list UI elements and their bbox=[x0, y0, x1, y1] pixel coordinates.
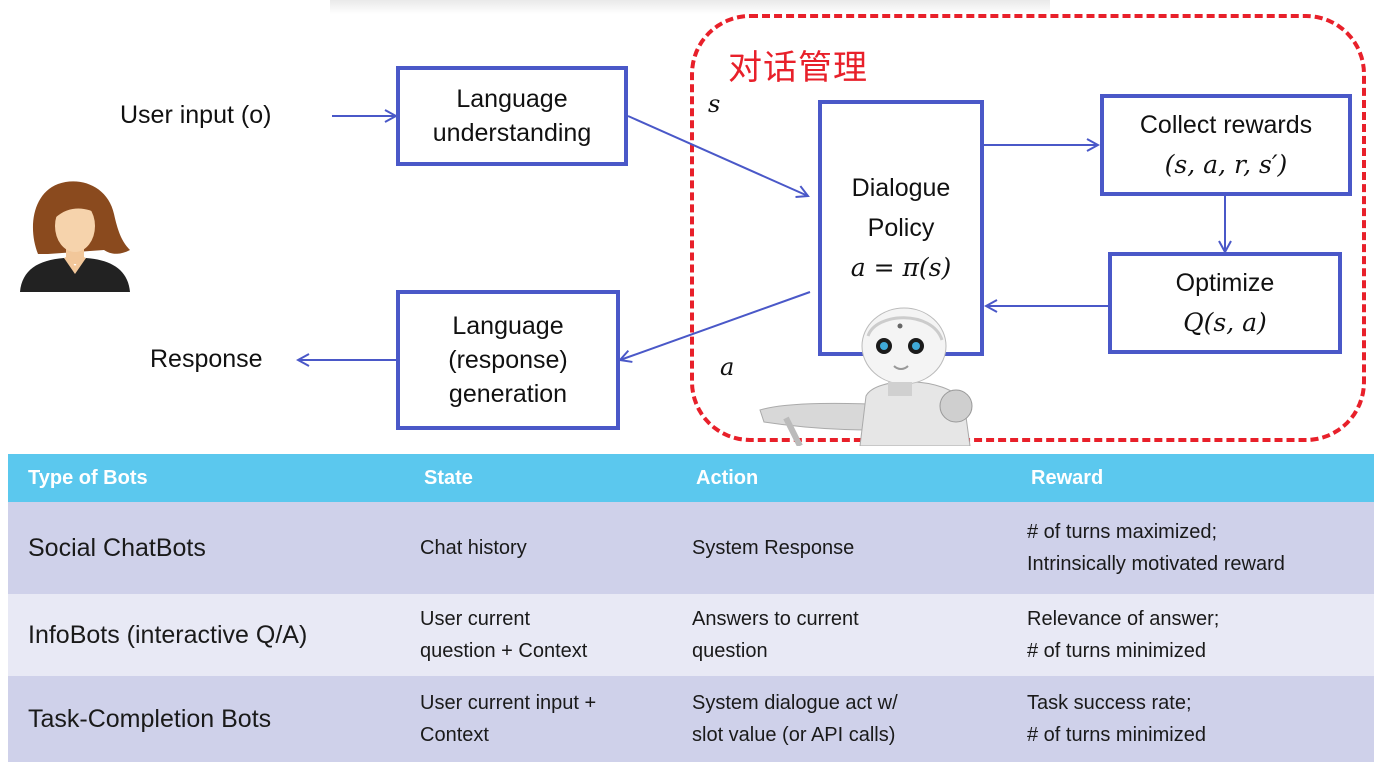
cell-line: question + Context bbox=[420, 640, 588, 662]
lu-line-1: Language bbox=[456, 85, 568, 113]
arrow-lu-to-policy bbox=[627, 115, 808, 196]
policy-line-2: Policy bbox=[867, 214, 935, 242]
cell-type: Task-Completion Bots bbox=[8, 676, 404, 762]
cell-reward: # of turns maximized; Intrinsically motiv… bbox=[1011, 502, 1374, 594]
cell-line: System Response bbox=[692, 537, 855, 559]
cell-line: User current input + bbox=[420, 692, 597, 714]
cell-line: System dialogue act w/ bbox=[692, 692, 898, 714]
cell-line: # of turns minimized bbox=[1027, 640, 1206, 662]
lg-line-2: (response) bbox=[448, 346, 568, 374]
cell-line: Context bbox=[420, 724, 489, 746]
lg-line-3: generation bbox=[448, 380, 568, 408]
cell-action: System dialogue act w/slot value (or API… bbox=[676, 676, 1011, 762]
header-reward: Reward bbox=[1011, 454, 1374, 502]
cell-line: Answers to current bbox=[692, 608, 859, 630]
cell-line: question bbox=[692, 640, 768, 662]
cell-type: InfoBots (interactive Q/A) bbox=[8, 594, 404, 676]
table-row: Social ChatBots Chat history System Resp… bbox=[8, 502, 1374, 594]
cell-state: User current question + Context bbox=[404, 594, 676, 676]
table-header-row: Type of Bots State Action Reward bbox=[8, 454, 1374, 502]
lu-line-2: understanding bbox=[432, 119, 592, 147]
bot-types-table: Type of Bots State Action Reward Social … bbox=[8, 454, 1374, 762]
response-label: Response bbox=[150, 345, 263, 373]
cell-reward: Relevance of answer; # of turns minimized bbox=[1011, 594, 1374, 676]
optimize-title: Optimize bbox=[1175, 269, 1275, 297]
cell-line: # of turns maximized; bbox=[1027, 521, 1218, 543]
rewards-title: Collect rewards bbox=[1139, 111, 1313, 139]
cell-state: Chat history bbox=[404, 502, 676, 594]
language-generation-box: Language (response) generation bbox=[396, 290, 620, 430]
header-action: Action bbox=[676, 454, 1011, 502]
state-variable-label: s bbox=[708, 90, 721, 118]
optimize-formula: Q(s, a) bbox=[1183, 308, 1267, 337]
cell-line: # of turns minimized bbox=[1027, 724, 1206, 746]
cell-line: User current bbox=[420, 608, 531, 630]
policy-formula: a = π(s) bbox=[850, 253, 952, 282]
cell-state: User current input + Context bbox=[404, 676, 676, 762]
policy-line-1: Dialogue bbox=[851, 174, 951, 202]
cell-type: Social ChatBots bbox=[8, 502, 404, 594]
dialogue-management-title: 对话管理 bbox=[728, 48, 868, 88]
cell-action: Answers to current question bbox=[676, 594, 1011, 676]
header-type: Type of Bots bbox=[8, 454, 404, 502]
user-avatar-icon bbox=[20, 181, 130, 292]
cell-line: Chat history bbox=[420, 537, 527, 559]
cell-line: Relevance of answer; bbox=[1027, 608, 1220, 630]
collect-rewards-box: Collect rewards (s, a, r, s′) bbox=[1100, 94, 1352, 196]
cell-action: System Response bbox=[676, 502, 1011, 594]
cell-line: slot value (or API calls) bbox=[692, 724, 896, 746]
flow-arrows bbox=[0, 0, 1388, 450]
user-input-label: User input (o) bbox=[120, 101, 272, 129]
table-row: Task-Completion Bots User current input … bbox=[8, 676, 1374, 762]
cell-reward: Task success rate; # of turns minimized bbox=[1011, 676, 1374, 762]
optimize-box: Optimize Q(s, a) bbox=[1108, 252, 1342, 354]
lg-line-1: Language bbox=[452, 312, 564, 340]
top-shadow bbox=[330, 0, 1050, 14]
action-variable-label: a bbox=[720, 353, 735, 381]
cell-line: Intrinsically motivated reward bbox=[1027, 553, 1285, 575]
cell-line: Task success rate; bbox=[1027, 692, 1192, 714]
rewards-formula: (s, a, r, s′) bbox=[1164, 150, 1288, 179]
robot-icon bbox=[759, 307, 973, 446]
table-row: InfoBots (interactive Q/A) User current q… bbox=[8, 594, 1374, 676]
arrow-policy-to-lg bbox=[620, 291, 811, 360]
header-state: State bbox=[404, 454, 676, 502]
language-understanding-box: Language understanding bbox=[396, 66, 628, 166]
dialogue-management-frame bbox=[690, 14, 1366, 442]
